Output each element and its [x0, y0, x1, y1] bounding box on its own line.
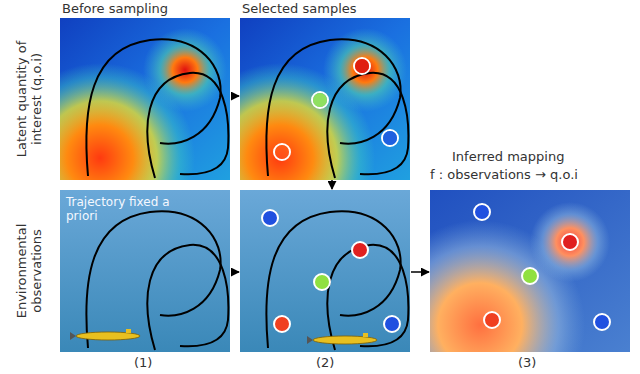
axis-label: Latent quantity of interest (q.o.i) [15, 24, 45, 174]
formula: f : observations → q.o.i [430, 168, 578, 183]
step-number: (1) [134, 356, 152, 371]
annotation: Trajectory fixed a priori [66, 196, 176, 224]
step-number: (2) [316, 356, 334, 371]
panel-title: Inferred mapping [452, 150, 564, 165]
step-number: (3) [518, 356, 536, 371]
panel-title: Before sampling [62, 2, 168, 17]
axis-label: Environmental observations [15, 196, 45, 346]
panel-title: Selected samples [242, 2, 357, 17]
